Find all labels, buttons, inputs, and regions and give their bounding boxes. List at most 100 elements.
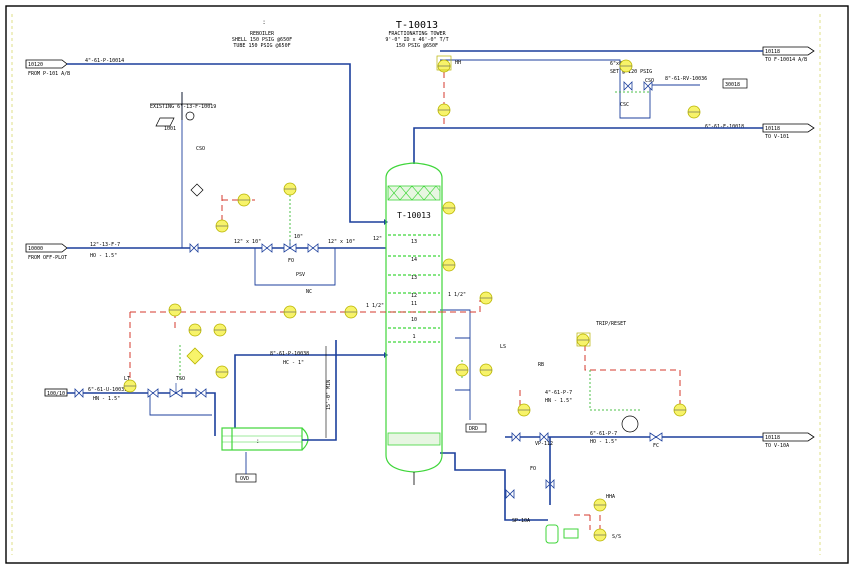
instrument-ft-top[interactable] [283, 182, 297, 196]
mid-line-label: 8"-61-P-10038 [270, 351, 309, 357]
gate-valve[interactable] [147, 388, 159, 398]
instrument-fc-top[interactable] [237, 193, 251, 207]
tray-number: 14 [411, 257, 417, 263]
level-bridle-pipe [455, 337, 470, 391]
svg-text:TO F-10014 A/B: TO F-10014 A/B [765, 57, 807, 63]
reboiler-tube: TUBE 150 PSIG @650F [233, 43, 290, 49]
reboiler-marker: : [262, 19, 266, 26]
gate-valve[interactable] [539, 432, 549, 442]
relief-valve[interactable] [623, 81, 633, 91]
bottoms-pump[interactable] [545, 524, 579, 544]
instrument-trip[interactable] [576, 333, 590, 347]
connector-top-out[interactable]: 10118 TO F-10014 A/B [762, 46, 815, 63]
signal-pump-loop [519, 390, 591, 530]
mid-line-insulation: HC - 1" [283, 360, 304, 366]
left-bypass-pipe [149, 393, 212, 416]
trip-reset-label: TRIP/RESET [596, 321, 626, 327]
signal-temp-loop [129, 300, 481, 380]
tso-tag: TSO [176, 376, 185, 382]
instrument-pi-overhead[interactable] [437, 103, 451, 117]
svg-text:10118: 10118 [765, 126, 780, 132]
gate-valve[interactable] [189, 243, 199, 253]
valves [74, 81, 663, 499]
svg-text:TO V-101: TO V-101 [765, 134, 789, 140]
connector-bottom-out[interactable]: 10118 TO V-10A [762, 432, 815, 449]
instrument-ti-tower-2[interactable] [442, 258, 456, 272]
gate-valve[interactable] [511, 432, 521, 442]
relief-dest-box[interactable]: 30018 [722, 78, 748, 89]
pneumatic-trip [589, 370, 640, 411]
offgas-insulation: HO - 1.5" [90, 253, 117, 259]
hh-label: HH [455, 60, 461, 66]
left-in-insulation: HN - 1.5" [93, 396, 120, 402]
control-valve-fo[interactable] [283, 240, 297, 253]
gate-valve[interactable] [261, 243, 273, 253]
connector-mid-out[interactable]: 10118 TO V-101 [762, 123, 815, 140]
size-label-1: 12" x 10" [234, 239, 261, 245]
instrument-fi-left[interactable] [215, 219, 229, 233]
gate-valve[interactable] [505, 489, 515, 499]
left-in-line-label: 6"-61-U-10031 [88, 387, 127, 393]
gate-valve[interactable] [307, 243, 319, 253]
exchanger-marker: : [256, 438, 260, 445]
relief-tie-pipe [440, 59, 621, 85]
gate-valve[interactable] [545, 479, 555, 489]
relief-cso: CSO [645, 78, 654, 84]
ovd-box[interactable]: OVD [235, 473, 257, 483]
fo2-label: FO [530, 466, 536, 472]
overhead-line-pipe [413, 127, 763, 164]
control-valve-tso[interactable] [169, 383, 183, 398]
tray-number: 11 [411, 301, 417, 307]
instrument-ti-left-2[interactable] [215, 365, 229, 379]
instrument-ft-bottom[interactable] [673, 403, 687, 417]
instrument-ti-tower-1[interactable] [442, 201, 456, 215]
instrument-ss[interactable] [593, 528, 607, 542]
bypass-loop-pipe [254, 248, 336, 286]
svg-text:FROM P-101 A/B: FROM P-101 A/B [28, 71, 70, 77]
instrument-lic[interactable] [479, 363, 493, 377]
ls-label: LS [500, 344, 506, 350]
bottom-out-insulation: HO - 1.5" [590, 439, 617, 445]
relief-valve-2[interactable] [643, 81, 653, 91]
instrument-ti-mid[interactable] [283, 305, 297, 319]
instrument-tt-left-2[interactable] [123, 379, 137, 393]
control-valve-fc[interactable] [649, 432, 663, 442]
reboiler-exchanger[interactable] [221, 427, 309, 451]
svg-text:30018: 30018 [725, 82, 740, 88]
half-inch-label-2: 1 1/2" [448, 292, 466, 298]
instrument-tic-left[interactable] [213, 323, 227, 337]
drd-box[interactable]: DRD [465, 423, 487, 433]
instrument-tt-left[interactable] [168, 303, 182, 317]
connector-feed-in[interactable]: 10120 FROM P-101 A/B [25, 59, 70, 77]
size-label-2: 12" x 10" [328, 239, 355, 245]
connector-offgas-in[interactable]: 10000 FROM OFF-PLOT [25, 243, 68, 261]
instrument-ti-overhead[interactable] [687, 105, 701, 119]
fc-controller-icon[interactable] [621, 415, 639, 433]
vent-tag: 1001 [164, 126, 176, 132]
relief-size: 6"x8" [610, 61, 625, 67]
title-line-1: FRACTIONATING TOWER [388, 31, 446, 37]
spare-pump-tag: SP-10A [512, 518, 530, 524]
instrument-bubbles [123, 59, 701, 542]
instrument-fi-pump[interactable] [517, 403, 531, 417]
relief-line-label: 8"-61-RV-10036 [665, 76, 707, 82]
instrument-tc-left[interactable] [188, 323, 202, 337]
instrument-pdi-tower[interactable] [479, 291, 493, 305]
fractionating-tower[interactable] [385, 162, 443, 473]
vp-tag: VP-112 [535, 441, 553, 447]
bottom-out-line-label: 6"-61-P-7 [590, 431, 617, 437]
instrument-lt[interactable] [455, 363, 469, 377]
elevation-label: 15'-0" MIN [326, 380, 332, 410]
instrument-te-mid[interactable] [344, 305, 358, 319]
svg-text:DRD: DRD [469, 426, 478, 432]
mid-return-pipe [234, 354, 386, 436]
connector-left-in[interactable]: 100/10 [44, 388, 68, 397]
gate-valve[interactable] [74, 388, 84, 398]
instrument-hha[interactable] [593, 498, 607, 512]
tower-nozzle-size: 12" [373, 236, 382, 242]
instrument-pi-top[interactable] [437, 59, 451, 73]
instrument-pi-relief[interactable] [619, 59, 633, 73]
gate-valve[interactable] [195, 388, 207, 398]
size-label-4: 10" [294, 234, 303, 240]
